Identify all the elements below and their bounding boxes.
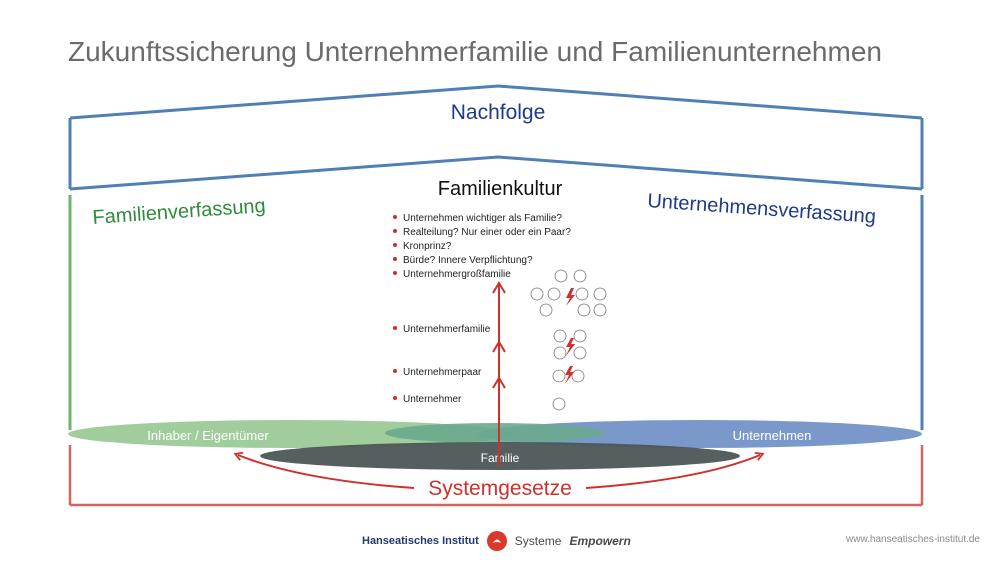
- stage-item: Unternehmer: [403, 394, 462, 405]
- person-icon: [573, 329, 587, 343]
- question-item: Realteilung? Nur einer oder ein Paar?: [403, 227, 571, 238]
- bullet-icon: [393, 215, 397, 219]
- culture-questions: Unternehmen wichtiger als Familie? Realt…: [393, 213, 571, 266]
- person-icon: [547, 287, 561, 301]
- bullet-icon: [393, 369, 397, 373]
- question-item: Bürde? Innere Verpflichtung?: [403, 255, 533, 266]
- family-label: Familie: [481, 451, 520, 465]
- lightning-icon: [566, 288, 575, 306]
- question-item: Kronprinz?: [403, 241, 452, 252]
- overlap-ellipse: [385, 423, 605, 443]
- brand-logo-icon: [486, 531, 507, 551]
- lightning-icon: [565, 366, 574, 384]
- stage-item: Unternehmerfamilie: [403, 324, 491, 335]
- foundation-frame: [68, 445, 924, 507]
- person-icon: [573, 269, 587, 283]
- system-arrow-right: [585, 451, 765, 489]
- person-icon: [539, 303, 553, 317]
- company-label: Unternehmen: [733, 428, 812, 443]
- question-item: Unternehmen wichtiger als Familie?: [403, 213, 562, 224]
- left-pillar-label: Familienverfassung: [92, 195, 267, 229]
- culture-heading: Familienkultur: [438, 178, 563, 200]
- person-icon: [553, 329, 567, 343]
- person-icon: [554, 269, 568, 283]
- bullet-icon: [393, 229, 397, 233]
- person-icon: [552, 397, 566, 411]
- family-icons: [530, 269, 607, 411]
- arrow-up-icon: [492, 281, 506, 294]
- culture-stages: Unternehmergroßfamilie Unternehmerfamili…: [393, 269, 511, 405]
- brand-tag-regular: Systeme: [514, 534, 562, 548]
- page-title: Zukunftssicherung Unternehmerfamilie und…: [68, 36, 882, 67]
- stage-item: Unternehmerpaar: [403, 367, 482, 378]
- system-arrow-left: [233, 451, 415, 489]
- owner-ellipse: [68, 420, 512, 448]
- bullet-icon: [393, 257, 397, 261]
- roof-label: Nachfolge: [451, 101, 546, 124]
- bullet-icon: [393, 243, 397, 247]
- person-icon: [593, 303, 607, 317]
- person-icon: [593, 287, 607, 301]
- roof-frame: [68, 84, 924, 191]
- owner-label: Inhaber / Eigentümer: [147, 428, 269, 443]
- bullet-icon: [393, 271, 397, 275]
- person-icon: [553, 346, 567, 360]
- stage-item: Unternehmergroßfamilie: [403, 269, 511, 280]
- person-icon: [571, 369, 585, 383]
- arrow-up-icon: [492, 376, 506, 389]
- footer-url[interactable]: www.hanseatisches-institut.de: [846, 534, 980, 545]
- lightning-icons: [565, 288, 575, 384]
- brand-tag-bold: Empowern: [569, 534, 631, 548]
- right-pillar-label: Unternehmensverfassung: [647, 190, 877, 228]
- foundation-label: Systemgesetze: [428, 477, 572, 500]
- person-icon: [552, 369, 566, 383]
- brand-name: Hanseatisches Institut: [362, 535, 479, 547]
- person-icon: [530, 287, 544, 301]
- company-ellipse: [478, 420, 922, 448]
- person-icon: [575, 287, 589, 301]
- lightning-icon: [566, 338, 575, 356]
- bullet-icon: [393, 326, 397, 330]
- footer-brand: Hanseatisches Institut Systeme Empowern: [362, 531, 631, 551]
- arrow-up-icon: [492, 340, 506, 353]
- bullet-icon: [393, 396, 397, 400]
- person-icon: [577, 303, 591, 317]
- person-icon: [573, 346, 587, 360]
- arrow-heads: [492, 281, 506, 389]
